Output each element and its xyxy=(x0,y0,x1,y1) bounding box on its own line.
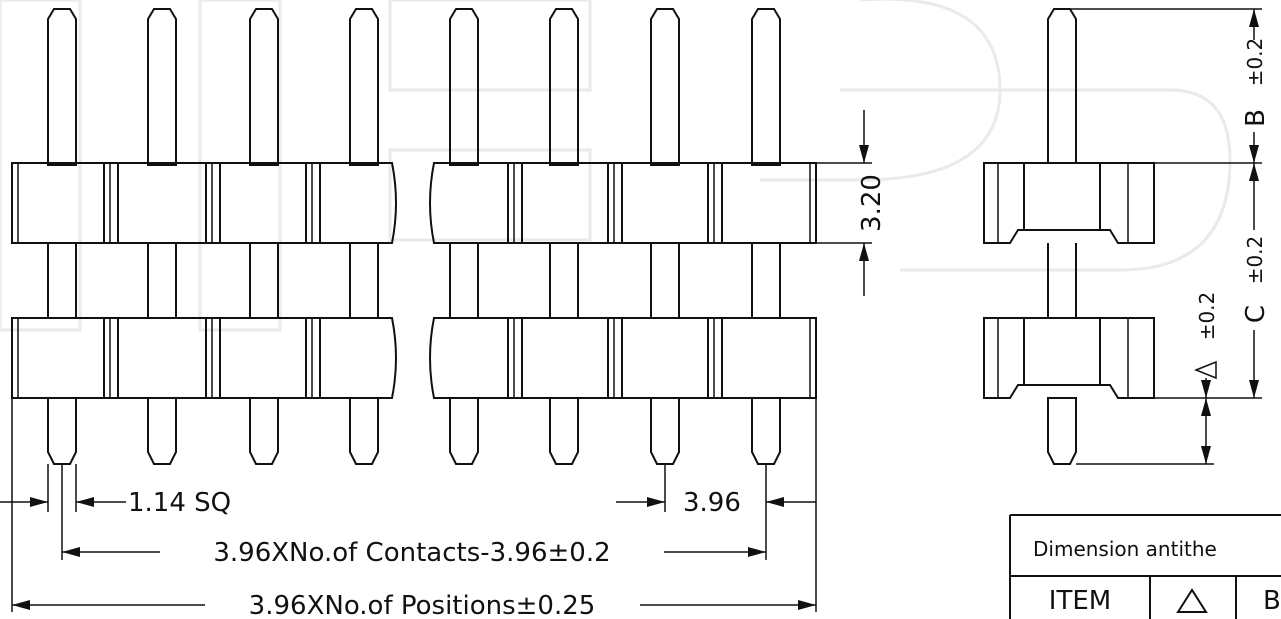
c-tolerance: ±0.2 xyxy=(1243,236,1267,285)
table-col-b: B xyxy=(1263,586,1281,616)
upper-housing xyxy=(11,162,817,244)
table-col-a-triangle xyxy=(1176,588,1208,613)
pin-size-label: 1.14 SQ xyxy=(128,488,231,518)
upper-pins xyxy=(47,8,781,166)
watermark-logo xyxy=(0,0,1232,332)
lower-pins xyxy=(47,397,781,465)
a-tolerance: ±0.2 xyxy=(1195,292,1219,341)
contacts-formula: 3.96XNo.of Contacts-3.96±0.2 xyxy=(213,538,610,568)
dim-positions: 3.96XNo.of Positions±0.25 xyxy=(11,398,817,619)
side-dimensions: B ±0.2 C ±0.2 ±0.2 xyxy=(1070,8,1271,465)
table-item-label: ITEM xyxy=(1049,586,1111,616)
dim-contacts: 3.96XNo.of Contacts-3.96±0.2 xyxy=(61,464,766,568)
table-title: Dimension antithe xyxy=(1033,537,1217,561)
dim-pin-size: 1.14 SQ xyxy=(0,464,231,518)
lower-housing xyxy=(11,317,817,399)
positions-formula: 3.96XNo.of Positions±0.25 xyxy=(249,591,596,619)
b-label: B xyxy=(1241,109,1271,127)
pitch-label: 3.96 xyxy=(683,488,741,518)
c-label: C xyxy=(1241,305,1271,323)
middle-pins xyxy=(47,243,781,318)
dimension-table: Dimension antithe ITEM B xyxy=(1009,514,1281,619)
body-height-label: 3.20 xyxy=(857,174,887,232)
dim-body-height: 3.20 xyxy=(816,110,887,296)
dim-pitch: 3.96 xyxy=(616,464,816,560)
b-tolerance: ±0.2 xyxy=(1243,38,1267,87)
side-view xyxy=(983,8,1155,465)
